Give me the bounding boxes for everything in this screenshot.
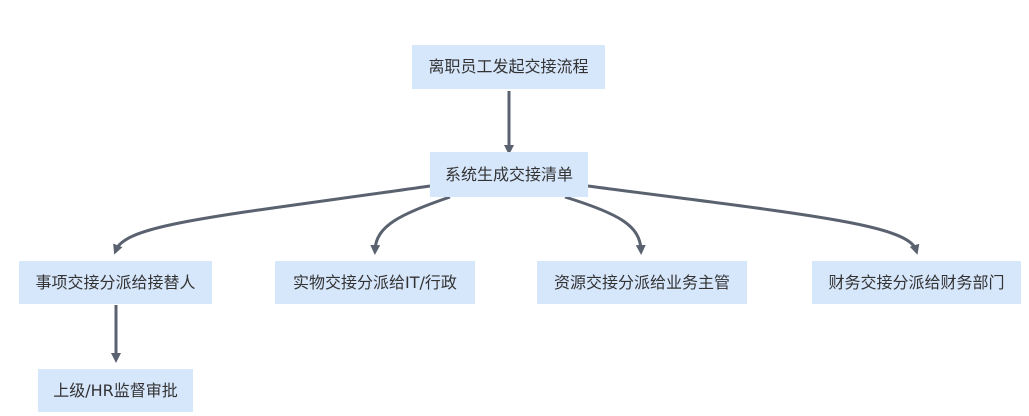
edge-checklist-to-resources bbox=[564, 195, 646, 255]
edge-checklist-to-items bbox=[370, 195, 451, 255]
node-matters: 事项交接分派给接替人 bbox=[19, 261, 212, 304]
node-start: 离职员工发起交接流程 bbox=[412, 45, 605, 89]
node-resources: 资源交接分派给业务主管 bbox=[537, 261, 747, 304]
node-items: 实物交接分派给IT/行政 bbox=[275, 261, 475, 304]
node-finance: 财务交接分派给财务部门 bbox=[812, 261, 1021, 304]
node-checklist: 系统生成交接清单 bbox=[430, 152, 588, 197]
edge-checklist-to-matters bbox=[113, 184, 431, 255]
edge-checklist-to-finance bbox=[587, 184, 920, 255]
node-supervise: 上级/HR监督审批 bbox=[38, 369, 193, 412]
